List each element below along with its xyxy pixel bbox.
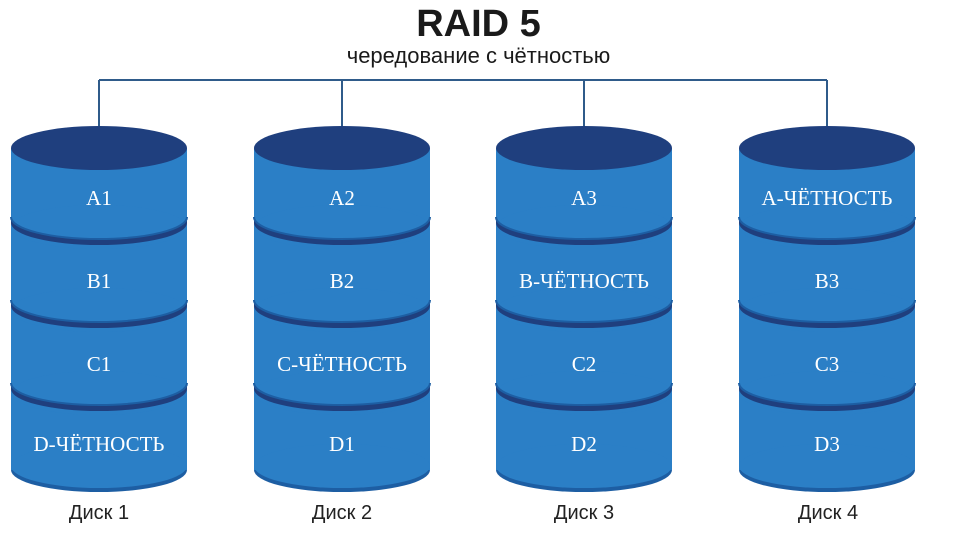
- disk-2-separator-2: [254, 300, 430, 328]
- disk-2-separator-edge-1: [253, 216, 431, 240]
- disk-4-separator-edge-1: [738, 216, 916, 240]
- disk-4-separator-1: [739, 217, 915, 245]
- disk-4-body-curve: [739, 444, 915, 488]
- disk-2-segment-3-label: C-ЧЁТНОСТЬ: [277, 352, 407, 376]
- disk-3-separator-3: [496, 383, 672, 411]
- disk-1-segment-2-label: B1: [87, 269, 112, 293]
- disk-4-segment-2-label: B3: [815, 269, 840, 293]
- disk-4-segment-4-label: D3: [814, 432, 840, 456]
- disk-1-separator-2: [11, 300, 187, 328]
- disk-2-segment-1-label: A2: [329, 186, 355, 210]
- disk-2-segment-2-label: B2: [330, 269, 355, 293]
- disk-4-separator-2: [739, 300, 915, 328]
- diagram-subtitle: чередование с чётностью: [346, 43, 611, 68]
- disk-3-top: [496, 126, 672, 170]
- disk-1-separator-3: [11, 383, 187, 411]
- disk-1-separator-1: [11, 217, 187, 245]
- disk-1-segment-4-label: D-ЧЁТНОСТЬ: [34, 432, 165, 456]
- disk-1-separator-edge-2: [10, 299, 188, 323]
- disk-1-body-curve: [11, 444, 187, 488]
- disk-3-segment-2-label: B-ЧЁТНОСТЬ: [519, 269, 649, 293]
- disk-1-top: [11, 126, 187, 170]
- disk-4-segment-3-label: C3: [815, 352, 840, 376]
- disk-3-separator-edge-1: [495, 216, 673, 240]
- disk-3-separator-edge-2: [495, 299, 673, 323]
- disk-2-separator-edge-3: [253, 382, 431, 406]
- disk-1-segment-3-label: C1: [87, 352, 112, 376]
- disk-4-separator-edge-2: [738, 299, 916, 323]
- disk-1-separator-edge-3: [10, 382, 188, 406]
- disk-4-segment-1-label: A-ЧЁТНОСТЬ: [762, 186, 893, 210]
- disk-2-segment-4-label: D1: [329, 432, 355, 456]
- disk-3-separator-1: [496, 217, 672, 245]
- disk-3-body-curve: [496, 444, 672, 488]
- disk-4-separator-edge-3: [738, 382, 916, 406]
- disk-4-caption: Диск 4: [797, 502, 859, 524]
- disk-4-top: [739, 126, 915, 170]
- disk-3-separator-edge-3: [495, 382, 673, 406]
- disk-3-caption: Диск 3: [553, 502, 615, 524]
- disk-3-separator-2: [496, 300, 672, 328]
- disk-2-separator-1: [254, 217, 430, 245]
- disk-2-separator-edge-2: [253, 299, 431, 323]
- disk-2-caption: Диск 2: [311, 502, 373, 524]
- disk-3-segment-3-label: C2: [572, 352, 597, 376]
- disk-2-top: [254, 126, 430, 170]
- disk-4-separator-3: [739, 383, 915, 411]
- diagram-title: RAID 5: [416, 3, 541, 45]
- disk-1-caption: Диск 1: [68, 502, 130, 524]
- disk-2-separator-3: [254, 383, 430, 411]
- disk-1-separator-edge-1: [10, 216, 188, 240]
- disk-3-segment-4-label: D2: [571, 432, 597, 456]
- disk-2-body-curve: [254, 444, 430, 488]
- disk-3-segment-1-label: A3: [571, 186, 597, 210]
- disk-1-segment-1-label: A1: [86, 186, 112, 210]
